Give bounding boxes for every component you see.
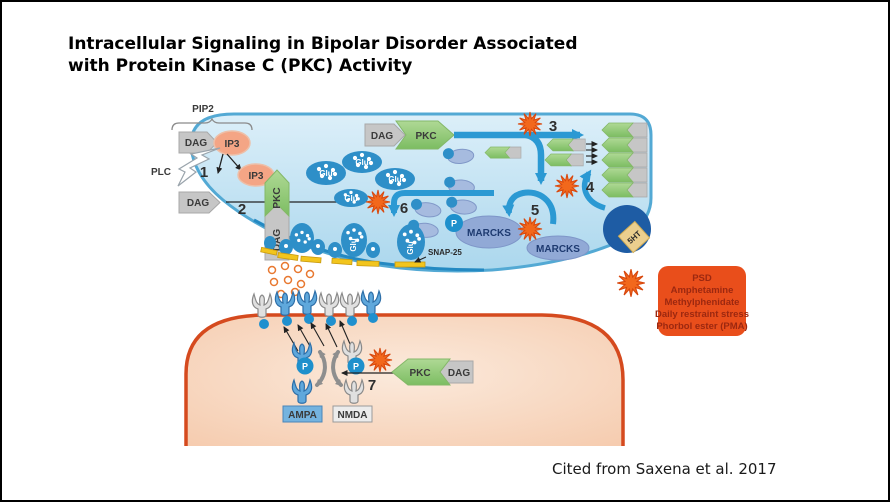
pkc-top-label: PKC: [415, 131, 436, 142]
step3-number: 3: [549, 118, 557, 135]
phosphate-label: P: [451, 219, 457, 229]
active-pkc-complex-bottom: PKC DAG: [391, 358, 474, 386]
plc-label: PLC: [151, 167, 171, 178]
pip2-hydrolysis-region: PIP2 DAG IP3 PLC 1 IP3 DAG 2: [151, 104, 355, 218]
ip3-label: IP3: [224, 139, 239, 150]
ampa-label-box: [282, 405, 323, 423]
svg-text:Glu: Glu: [319, 169, 332, 178]
step3-branch-arrow: [525, 131, 547, 185]
legend-line: Phorbol ester (PMA): [656, 321, 747, 332]
ip3-free-label: IP3: [248, 171, 263, 182]
vesicle: Glu: [306, 161, 346, 185]
marcks-phosphorylated: [455, 215, 523, 249]
activation-burst-legend: [616, 268, 646, 298]
step1-arrow-diagonal: [226, 153, 242, 171]
step5-number: 5: [531, 202, 539, 219]
marcks-label-2: MARCKS: [536, 244, 580, 255]
vesicle: Glu: [334, 189, 368, 207]
figure-title: Intracellular Signaling in Bipolar Disor…: [68, 33, 578, 77]
vesicle: Glu: [342, 151, 382, 173]
ampa-receptor-icon: [296, 290, 318, 315]
dag-vertical-label: DAG: [272, 229, 283, 251]
ip3-molecule: [213, 130, 251, 156]
snap25-pointer: [414, 256, 427, 263]
legend-box: [658, 266, 746, 336]
svg-text:Glu: Glu: [344, 194, 357, 203]
nmda-receptor-icon: [318, 292, 340, 317]
step6-arrow: [388, 190, 494, 217]
step1-arrow-down: [216, 153, 224, 174]
postsynaptic-receptor-row: [251, 290, 382, 329]
pkc-vertical-label: PKC: [272, 187, 283, 208]
dag-label: DAG: [185, 138, 207, 149]
dag-top-label: DAG: [371, 131, 393, 142]
phosphate-badge: [296, 357, 314, 375]
glutamate-vesicles: Glu Glu Glu Glu: [306, 151, 415, 207]
step4-number: 4: [586, 179, 595, 196]
phosphate-badge: [347, 357, 365, 375]
postsynaptic-membrane: [184, 313, 625, 446]
step5-arrow: [502, 189, 557, 225]
ampa-receptor-icon: [274, 291, 296, 316]
step1-number: 1: [200, 164, 208, 181]
serotonin-receptor: 5HT: [603, 205, 651, 254]
legend-line: Methylphenidate: [665, 297, 740, 308]
exchange-arrow: [315, 350, 327, 387]
ampa-receptor-icon: [360, 290, 382, 315]
step2-number: 2: [238, 201, 246, 218]
legend-line: Amphetamine: [671, 285, 734, 296]
step7-number: 7: [368, 377, 376, 394]
pip2-brace: [171, 117, 253, 131]
receptor-phosphorylation: P P AMPA NMDA 7 PKC DAG: [282, 340, 474, 423]
marcks-proteins: MARCKS P MARCKS: [445, 214, 590, 261]
nmda-receptor-icon: [339, 292, 361, 317]
snap25-label: SNAP-25: [428, 248, 462, 257]
step6-number: 6: [400, 200, 408, 217]
dag-label-2: DAG: [187, 198, 209, 209]
title-line-1: Intracellular Signaling in Bipolar Disor…: [68, 34, 578, 54]
svg-text:P: P: [302, 362, 308, 372]
pkc-bottom-label: PKC: [409, 368, 430, 379]
snap25-complexes: [260, 246, 426, 268]
dag-molecule: [178, 131, 218, 154]
active-pkc-complex-top: DAG PKC: [364, 120, 455, 150]
svg-text:P: P: [353, 362, 359, 372]
receptor-anchor-dots: [259, 313, 378, 329]
dag-bottom-label: DAG: [448, 368, 470, 379]
glu-docked-label: Glu: [349, 238, 358, 251]
translocation-mini-arrows: [586, 141, 598, 165]
svg-text:Glu: Glu: [355, 158, 368, 167]
dag-molecule-2: [178, 191, 221, 214]
svg-text:Glu: Glu: [388, 175, 401, 184]
pip2-label: PIP2: [192, 104, 214, 115]
nmda-label: NMDA: [338, 410, 368, 421]
receptor-insertion-arrows: [283, 320, 351, 352]
citation-text: Cited from Saxena et al. 2017: [552, 460, 777, 478]
stressor-legend: PSD Amphetamine Methylphenidate Daily re…: [616, 266, 749, 336]
exchange-arrow: [331, 350, 343, 387]
docked-vesicles: Glu Glu SNAP-25: [260, 223, 462, 268]
title-line-2: with Protein Kinase C (PKC) Activity: [68, 56, 413, 77]
step4-arrow: [579, 169, 606, 211]
serotonin-tag: [617, 220, 651, 254]
legend-line: Daily restraint stress: [655, 309, 749, 320]
vesicle: Glu: [375, 168, 415, 190]
legend-line: PSD: [692, 273, 712, 284]
ampa-label: AMPA: [288, 410, 317, 421]
membrane-complex-stack: [601, 122, 648, 198]
phosphate-badge: [445, 214, 463, 232]
plc-lightning-icon: [177, 147, 221, 187]
glu-docked-label-2: Glu: [406, 241, 415, 254]
nmda-label-box: [332, 405, 373, 423]
marcks-membrane-bound: [526, 235, 590, 261]
marcks-label: MARCKS: [467, 228, 511, 239]
